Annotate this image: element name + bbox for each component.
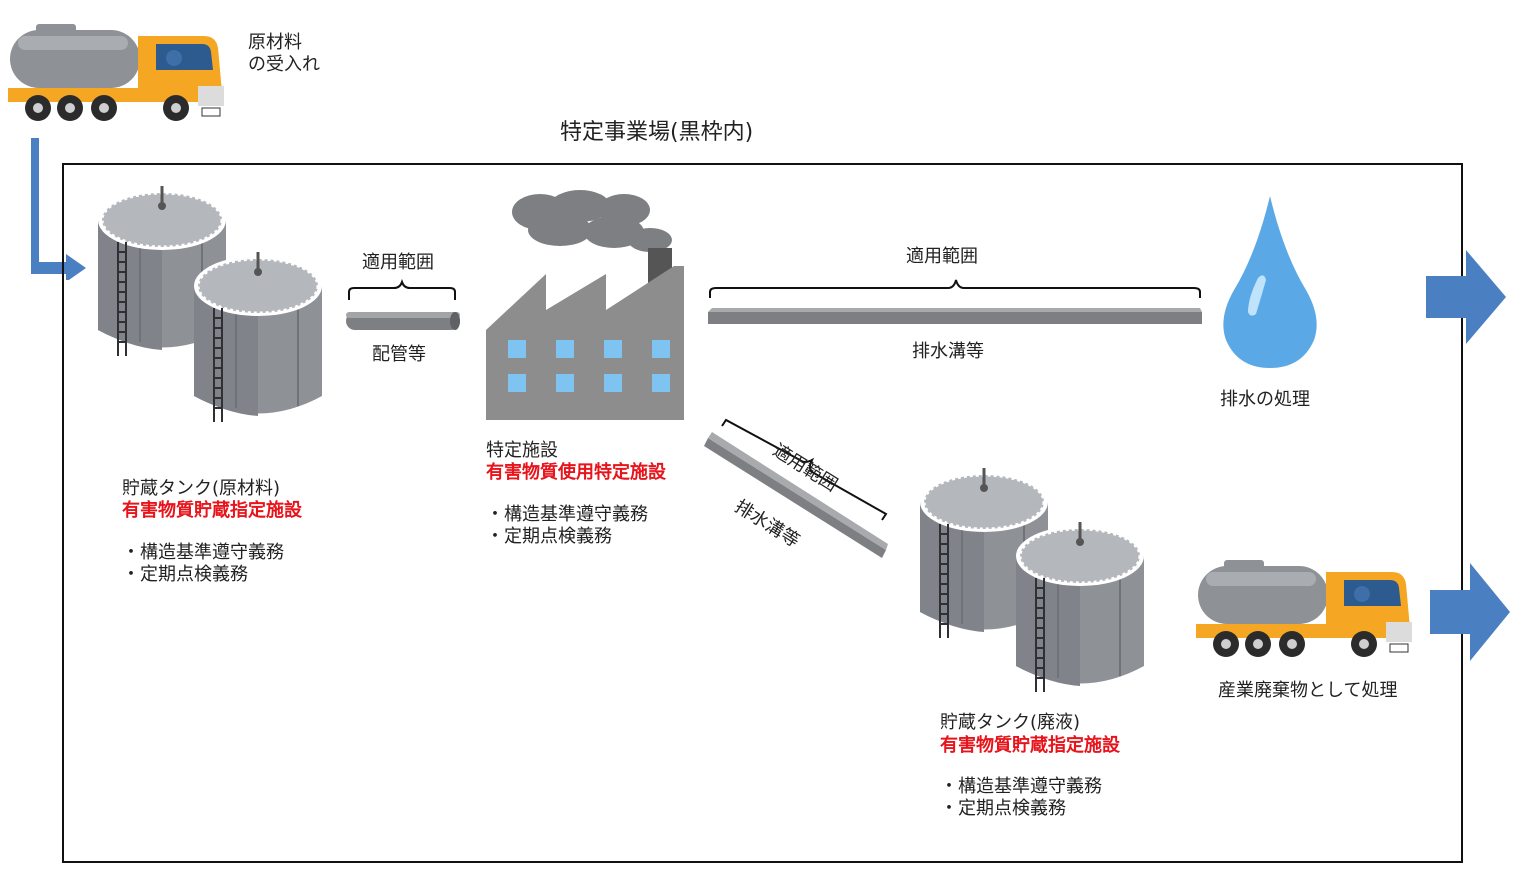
duty-item: ・定期点検義務 bbox=[486, 526, 612, 547]
tanker-truck-icon bbox=[1196, 558, 1416, 658]
tanker-truck-icon bbox=[8, 22, 228, 122]
tank-waste-duties: ・構造基準遵守義務 ・定期点検義務 bbox=[940, 776, 1102, 820]
inflow-arrow-icon bbox=[31, 138, 86, 280]
drain-label: 排水溝等 bbox=[912, 341, 984, 362]
outflow-arrow-icon bbox=[1426, 250, 1506, 344]
storage-tank-icon bbox=[188, 246, 328, 426]
facility-duties: ・構造基準遵守義務 ・定期点検義務 bbox=[486, 504, 648, 548]
site-title: 特定事業場(黒枠内) bbox=[560, 120, 754, 145]
facility-designation: 有害物質使用特定施設 bbox=[486, 462, 666, 483]
diagonal-drain-icon bbox=[704, 418, 888, 558]
wastewater-label: 排水の処理 bbox=[1220, 389, 1310, 410]
pipe-scope-label: 適用範囲 bbox=[362, 252, 434, 273]
duty-item: ・構造基準遵守義務 bbox=[122, 542, 284, 563]
duty-item: ・定期点検義務 bbox=[122, 564, 248, 585]
duty-item: ・定期点検義務 bbox=[940, 798, 1066, 819]
outflow-arrow-icon bbox=[1430, 563, 1510, 661]
duty-item: ・構造基準遵守義務 bbox=[940, 776, 1102, 797]
pipe-label: 配管等 bbox=[372, 344, 426, 365]
factory-icon bbox=[486, 190, 684, 420]
tank-raw-title: 貯蔵タンク(原材料) bbox=[122, 478, 281, 499]
industrial-waste-label: 産業廃棄物として処理 bbox=[1218, 680, 1398, 701]
duty-item: ・構造基準遵守義務 bbox=[486, 504, 648, 525]
storage-tank-icon bbox=[1010, 516, 1150, 696]
tank-waste-designation: 有害物質貯蔵指定施設 bbox=[940, 735, 1120, 756]
pipe-icon bbox=[346, 278, 460, 330]
facility-title: 特定施設 bbox=[486, 440, 558, 461]
specified-site-frame bbox=[62, 163, 1463, 863]
water-drop-icon bbox=[1223, 196, 1317, 368]
drain-icon bbox=[708, 279, 1202, 324]
drain-scope-label: 適用範囲 bbox=[906, 246, 978, 267]
raw-material-label: 原材料 の受入れ bbox=[248, 32, 320, 75]
tank-raw-duties: ・構造基準遵守義務 ・定期点検義務 bbox=[122, 542, 284, 586]
tank-raw-designation: 有害物質貯蔵指定施設 bbox=[122, 500, 302, 521]
tank-waste-title: 貯蔵タンク(廃液) bbox=[940, 712, 1081, 733]
